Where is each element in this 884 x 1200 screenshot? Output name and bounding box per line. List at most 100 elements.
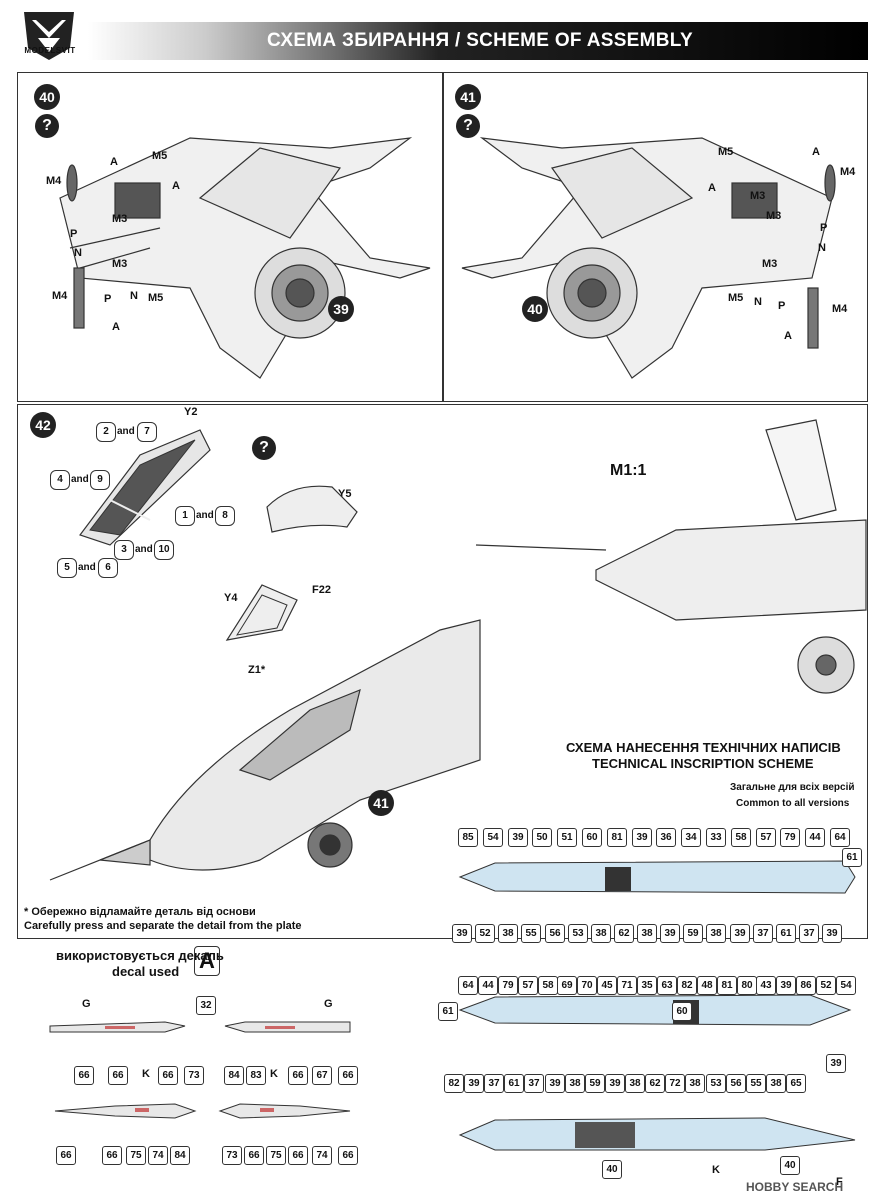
- tech-num: 39: [545, 1074, 565, 1093]
- missile-drawing: [49, 1021, 351, 1119]
- tech-num: 53: [568, 924, 588, 943]
- part-num: 8: [215, 506, 235, 526]
- tech-num: 70: [577, 976, 597, 995]
- tech-num: 57: [756, 828, 776, 847]
- ref-badge-40: 40: [522, 296, 548, 322]
- label-m5: M5: [152, 150, 168, 162]
- tech-num: 48: [697, 976, 717, 995]
- label-m3: M3: [750, 190, 766, 202]
- part-f22: F22: [312, 584, 331, 596]
- label-a: A: [784, 330, 792, 342]
- and-text: and: [117, 426, 135, 437]
- title-bar: [88, 22, 868, 60]
- header: MODELSVIT СХЕМА ЗБИРАННЯ / SCHEME OF ASS…: [0, 0, 884, 70]
- decal-g: G: [324, 998, 333, 1010]
- tech-num: 40: [602, 1160, 622, 1179]
- tech-num: 72: [665, 1074, 685, 1093]
- decal-num: 83: [246, 1066, 266, 1085]
- tech-num: 55: [746, 1074, 766, 1093]
- part-z1: Z1*: [248, 664, 266, 676]
- fuselage-bottom-view: [458, 1117, 856, 1151]
- label-n: N: [74, 247, 82, 259]
- step-41-frame: [442, 72, 868, 402]
- watermark: HOBBY SEARCH: [746, 1180, 844, 1194]
- tech-num: 39: [464, 1074, 484, 1093]
- tech-num: 63: [657, 976, 677, 995]
- tech-num: 45: [597, 976, 617, 995]
- tech-num: 35: [637, 976, 657, 995]
- decal-num: 84: [170, 1146, 190, 1165]
- decal-num: 66: [74, 1066, 94, 1085]
- step-40-badge: 40: [34, 84, 60, 110]
- label-m4: M4: [46, 175, 62, 187]
- label-a: A: [708, 182, 716, 194]
- tech-num: 38: [706, 924, 726, 943]
- part-num: 6: [98, 558, 118, 578]
- tech-num: 62: [645, 1074, 665, 1093]
- tech-num: 37: [799, 924, 819, 943]
- decal-num: 66: [338, 1066, 358, 1085]
- tech-num: 39: [776, 976, 796, 995]
- decal-num: 66: [288, 1146, 308, 1165]
- page-title: СХЕМА ЗБИРАННЯ / SCHEME OF ASSEMBLY: [267, 30, 693, 51]
- tech-num: 58: [731, 828, 751, 847]
- label-p: P: [778, 300, 786, 312]
- label-p: P: [104, 293, 112, 305]
- label-m5: M5: [718, 146, 734, 158]
- label-m4: M4: [840, 166, 856, 178]
- part-num: 3: [114, 540, 134, 560]
- note-uk: * Обережно відламайте деталь від основи: [24, 906, 256, 918]
- tech-num: 44: [805, 828, 825, 847]
- and-text: and: [78, 562, 96, 573]
- tech-num: 39: [826, 1054, 846, 1073]
- tech-num: 44: [478, 976, 498, 995]
- tech-num: 79: [780, 828, 800, 847]
- tech-num: 81: [607, 828, 627, 847]
- tech-num: 56: [545, 924, 565, 943]
- label-m5: M5: [728, 292, 744, 304]
- step-42-frame: [17, 404, 868, 939]
- label-m5: M5: [148, 292, 164, 304]
- tech-k: K: [712, 1164, 720, 1176]
- label-n: N: [818, 242, 826, 254]
- decal-num: 73: [184, 1066, 204, 1085]
- tech-num: 56: [726, 1074, 746, 1093]
- tech-num: 36: [656, 828, 676, 847]
- tech-num: 64: [458, 976, 478, 995]
- label-n: N: [130, 290, 138, 302]
- tech-num: 86: [796, 976, 816, 995]
- tech-num: 51: [557, 828, 577, 847]
- decal-g: G: [82, 998, 91, 1010]
- decal-num: 74: [312, 1146, 332, 1165]
- step-40-frame: [17, 72, 444, 402]
- label-a: A: [110, 156, 118, 168]
- decal-uk: використовується декаль: [56, 948, 224, 963]
- fuselage-top-view: [458, 860, 856, 1026]
- tech-num: 59: [585, 1074, 605, 1093]
- tech-num: 50: [532, 828, 552, 847]
- question-icon: ?: [456, 114, 480, 138]
- modelsvit-logo: [24, 12, 74, 60]
- tech-num: 39: [452, 924, 472, 943]
- part-y4: Y4: [224, 592, 238, 604]
- label-n: N: [754, 296, 762, 308]
- canopy-y2-drawing: [79, 429, 211, 546]
- tech-num: 39: [605, 1074, 625, 1093]
- tech-num: 81: [717, 976, 737, 995]
- part-num: 1: [175, 506, 195, 526]
- decal-num: 32: [196, 996, 216, 1015]
- part-num: 4: [50, 470, 70, 490]
- label-p: P: [70, 228, 78, 240]
- label-m4: M4: [52, 290, 68, 302]
- tech-num: 37: [524, 1074, 544, 1093]
- tech-num: 57: [518, 976, 538, 995]
- tech-num: 40: [780, 1156, 800, 1175]
- tech-num: 71: [617, 976, 637, 995]
- tech-num: 39: [822, 924, 842, 943]
- tech-num: 33: [706, 828, 726, 847]
- decal-num: 67: [312, 1066, 332, 1085]
- decal-num: 66: [108, 1066, 128, 1085]
- step-42-badge: 42: [30, 412, 56, 438]
- note-en: Carefully press and separate the detail …: [24, 920, 302, 932]
- tech-num: 60: [582, 828, 602, 847]
